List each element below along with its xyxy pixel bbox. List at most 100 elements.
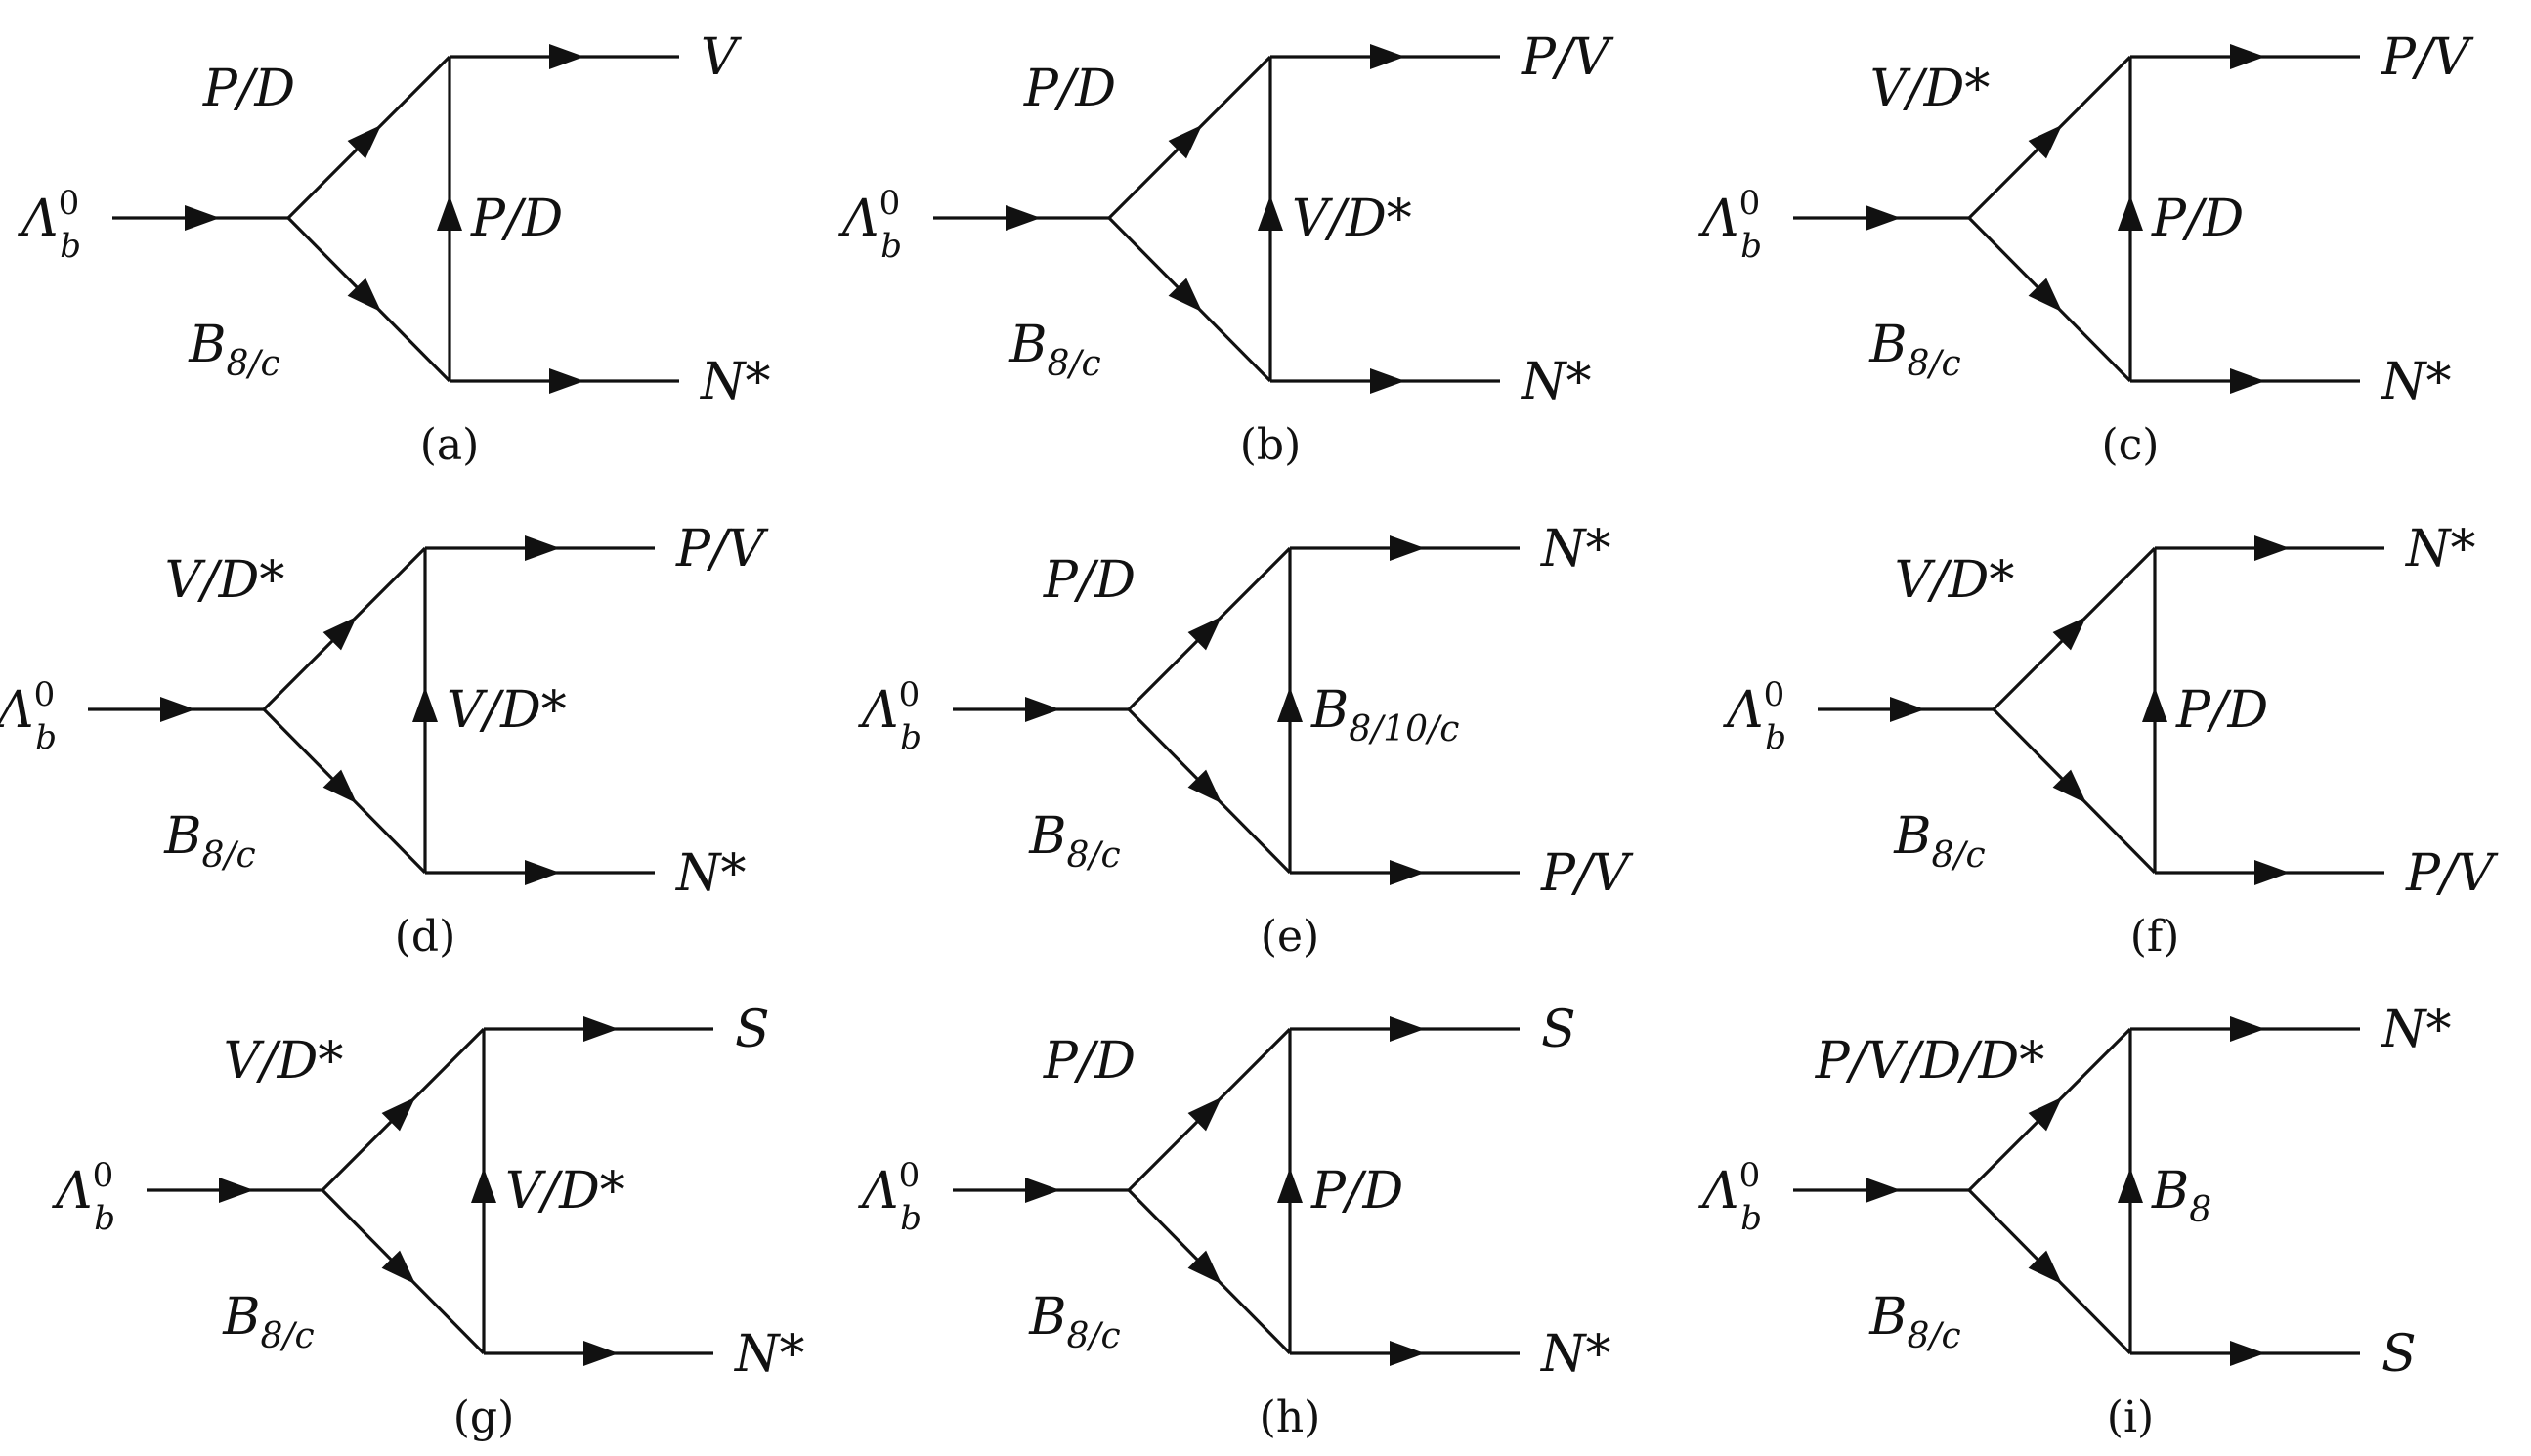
upper-arrow bbox=[1187, 1096, 1223, 1132]
incoming-arrow bbox=[185, 205, 220, 231]
exchange-arrow bbox=[471, 1168, 496, 1203]
outgoing-top-label: P/V bbox=[675, 520, 769, 578]
lower-label: B8/c bbox=[1868, 1288, 1960, 1356]
lower-label: B8/c bbox=[1893, 807, 1985, 876]
outgoing-top-arrow bbox=[1370, 44, 1405, 69]
lower-arrow bbox=[381, 1250, 416, 1285]
outgoing-top-arrow bbox=[1390, 1016, 1425, 1042]
outgoing-top-arrow bbox=[525, 535, 560, 561]
outgoing-top-arrow bbox=[583, 1016, 619, 1042]
upper-arrow bbox=[347, 124, 382, 159]
upper-label: V/D* bbox=[1895, 551, 2015, 610]
lower-label: B8/c bbox=[1008, 316, 1100, 384]
exchange-arrow bbox=[1258, 195, 1283, 231]
outgoing-bottom-label: N* bbox=[699, 353, 771, 411]
incoming-arrow bbox=[1006, 205, 1041, 231]
outgoing-bottom-arrow bbox=[549, 368, 584, 394]
outgoing-bottom-arrow bbox=[2254, 860, 2290, 885]
incoming-arrow bbox=[1866, 205, 1901, 231]
upper-label: P/D bbox=[1023, 60, 1116, 118]
exchange-label: B8/10/c bbox=[1310, 681, 1459, 749]
lower-label: B8/c bbox=[188, 316, 279, 384]
outgoing-bottom-label: S bbox=[2381, 1325, 2417, 1384]
lower-label: B8/c bbox=[1868, 316, 1960, 384]
outgoing-top-label: S bbox=[735, 1001, 770, 1059]
outgoing-bottom-arrow bbox=[1390, 860, 1425, 885]
diagram-caption: (d) bbox=[395, 912, 456, 962]
outgoing-bottom-arrow bbox=[2230, 368, 2265, 394]
upper-arrow bbox=[381, 1096, 416, 1132]
outgoing-bottom-arrow bbox=[2230, 1341, 2265, 1366]
diagram-caption: (e) bbox=[1261, 912, 1319, 962]
upper-arrow bbox=[1187, 616, 1223, 651]
lower-arrow bbox=[322, 769, 358, 804]
incoming-arrow bbox=[1025, 697, 1060, 722]
exchange-label: P/D bbox=[2151, 190, 2244, 248]
outgoing-bottom-arrow bbox=[583, 1341, 619, 1366]
incoming-arrow bbox=[1866, 1178, 1901, 1203]
outgoing-top-label: P/V bbox=[2381, 28, 2474, 87]
exchange-label: V/D* bbox=[1292, 190, 1412, 248]
outgoing-bottom-label: P/V bbox=[2405, 844, 2499, 903]
outgoing-top-arrow bbox=[549, 44, 584, 69]
lower-label: B8/c bbox=[1028, 807, 1120, 876]
exchange-label: P/D bbox=[470, 190, 563, 248]
outgoing-bottom-label: N* bbox=[1539, 1325, 1611, 1384]
upper-label: P/D bbox=[1043, 1032, 1136, 1091]
exchange-arrow bbox=[1277, 1168, 1303, 1203]
exchange-arrow bbox=[412, 687, 438, 722]
upper-arrow bbox=[322, 616, 358, 651]
upper-arrow bbox=[2052, 616, 2087, 651]
exchange-arrow bbox=[2118, 195, 2143, 231]
upper-label: P/V/D/D* bbox=[1815, 1032, 2044, 1091]
diagram-caption: (f) bbox=[2130, 912, 2180, 962]
outgoing-bottom-label: N* bbox=[733, 1325, 805, 1384]
upper-arrow bbox=[2028, 1096, 2063, 1132]
diagram-caption: (a) bbox=[420, 420, 480, 470]
upper-label: P/D bbox=[202, 60, 295, 118]
upper-arrow bbox=[1168, 124, 1203, 159]
lower-label: B8/c bbox=[1028, 1288, 1120, 1356]
upper-label: P/D bbox=[1043, 551, 1136, 610]
outgoing-top-label: P/V bbox=[1521, 28, 1614, 87]
upper-label: V/D* bbox=[224, 1032, 344, 1091]
outgoing-top-label: N* bbox=[2380, 1001, 2452, 1059]
exchange-arrow bbox=[2142, 687, 2167, 722]
lower-arrow bbox=[2028, 1250, 2063, 1285]
lower-arrow bbox=[2028, 278, 2063, 313]
outgoing-top-label: S bbox=[1541, 1001, 1576, 1059]
outgoing-bottom-label: N* bbox=[2380, 353, 2452, 411]
outgoing-top-label: V bbox=[701, 28, 742, 87]
lower-arrow bbox=[2052, 769, 2087, 804]
outgoing-bottom-label: N* bbox=[1520, 353, 1592, 411]
outgoing-bottom-arrow bbox=[1370, 368, 1405, 394]
lower-label: B8/c bbox=[222, 1288, 314, 1356]
diagram-caption: (g) bbox=[453, 1392, 515, 1442]
lower-arrow bbox=[1187, 1250, 1223, 1285]
exchange-label: B8 bbox=[2151, 1162, 2211, 1230]
exchange-label: P/D bbox=[1310, 1162, 1403, 1220]
upper-arrow bbox=[2028, 124, 2063, 159]
exchange-label: V/D* bbox=[505, 1162, 625, 1220]
lower-arrow bbox=[1187, 769, 1223, 804]
incoming-arrow bbox=[1890, 697, 1925, 722]
outgoing-bottom-label: P/V bbox=[1540, 844, 1634, 903]
outgoing-top-arrow bbox=[1390, 535, 1425, 561]
outgoing-top-arrow bbox=[2254, 535, 2290, 561]
outgoing-bottom-label: N* bbox=[674, 844, 747, 903]
exchange-arrow bbox=[1277, 687, 1303, 722]
outgoing-bottom-arrow bbox=[525, 860, 560, 885]
